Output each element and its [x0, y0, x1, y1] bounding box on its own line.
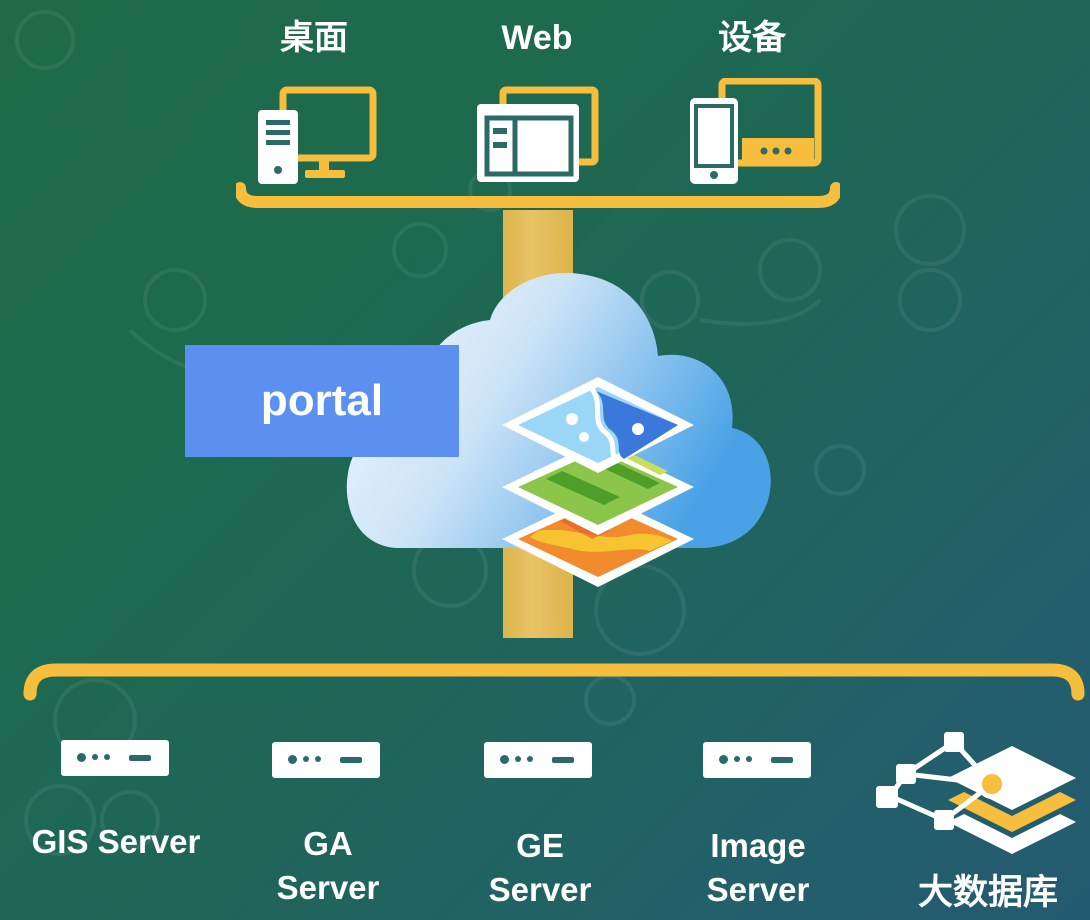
desktop-computer-icon	[258, 86, 377, 184]
device-label: 设备	[718, 19, 786, 57]
portal-label: portal	[260, 376, 384, 425]
ga-server-icon	[272, 742, 380, 778]
ge-server-icon	[484, 742, 592, 778]
ga-server-label-line1: GA	[303, 825, 353, 862]
web-label: Web	[501, 19, 573, 57]
top-bracket	[236, 182, 840, 208]
image-server-label-line1: Image	[710, 827, 806, 864]
big-database-label: 大数据库	[917, 873, 1058, 912]
portal-box[interactable]: portal	[185, 345, 459, 457]
image-server-icon	[703, 742, 811, 778]
map-layers-icon	[502, 377, 694, 587]
network-database-icon	[876, 732, 1076, 854]
gis-server-icon	[61, 740, 169, 776]
ge-server-label-line2: Server	[488, 871, 592, 908]
image-server-label-line2: Server	[706, 871, 810, 908]
bottom-bracket	[23, 663, 1085, 701]
ge-server-label-line1: GE	[516, 827, 564, 864]
desktop-label: 桌面	[280, 19, 348, 57]
browser-window-icon	[477, 86, 599, 182]
gis-server-label: GIS Server	[31, 823, 201, 860]
mobile-tablet-icon	[690, 78, 822, 184]
ga-server-label-line2: Server	[276, 869, 380, 906]
